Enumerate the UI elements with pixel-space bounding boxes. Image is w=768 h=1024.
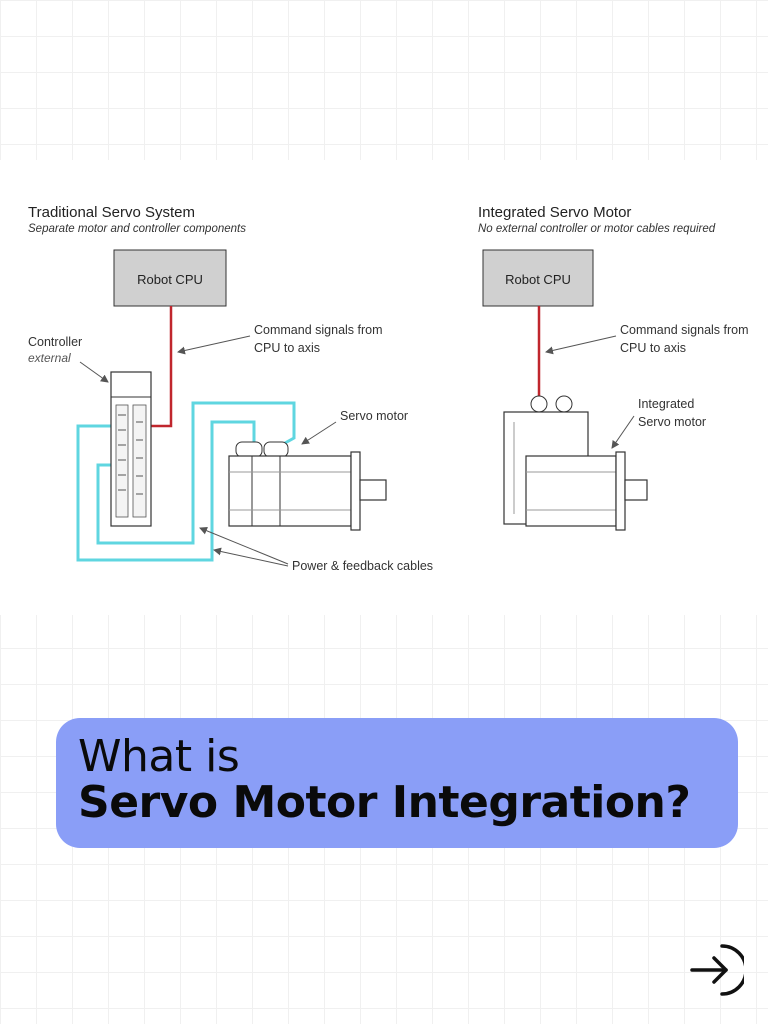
left-motor-pointer [301,421,337,445]
left-controller-label: Controller [28,335,82,349]
right-subtitle: No external controller or motor cables r… [478,223,716,235]
servo-comparison-diagram: Traditional Servo System Separate motor … [0,160,768,615]
left-cpu-label: Robot CPU [137,272,203,287]
left-command-pointer [177,335,251,355]
right-cpu-box: Robot CPU [482,249,594,307]
left-controller-unit [110,371,152,527]
right-command-label-line1: Command signals from [620,323,749,337]
left-controller-pointer [79,361,109,383]
left-command-label-line2: CPU to axis [254,341,320,355]
diagram-svg: Traditional Servo System Separate motor … [28,204,749,573]
left-cables-pointer-1 [199,526,289,565]
left-motor-label: Servo motor [340,409,408,423]
left-cables-pointer-2 [213,547,289,567]
headline-line1: What is [78,731,240,782]
left-servo-motor [228,441,387,531]
right-motor-pointer [611,415,635,449]
next-slide-button[interactable] [688,940,748,1002]
right-integrated-servo-motor [503,395,648,531]
right-command-pointer [545,335,617,355]
right-command-label-line2: CPU to axis [620,341,686,355]
headline-banner: What is Servo Motor Integration? [56,718,738,848]
left-command-label-line1: Command signals from [254,323,383,337]
left-controller-sublabel: external [28,351,71,365]
left-cables-label: Power & feedback cables [292,559,433,573]
left-cpu-box: Robot CPU [113,249,227,307]
headline-line2: Servo Motor Integration? [78,777,691,828]
right-motor-label-line1: Integrated [638,397,694,411]
left-command-signal-line [145,306,173,428]
left-subtitle: Separate motor and controller components [28,223,246,235]
left-title: Traditional Servo System [28,204,195,221]
right-motor-label-line2: Servo motor [638,415,706,429]
arrow-right-circle-icon [690,944,748,996]
right-cpu-label: Robot CPU [505,272,571,287]
left-power-feedback-cables [76,401,296,562]
right-title: Integrated Servo Motor [478,204,631,221]
